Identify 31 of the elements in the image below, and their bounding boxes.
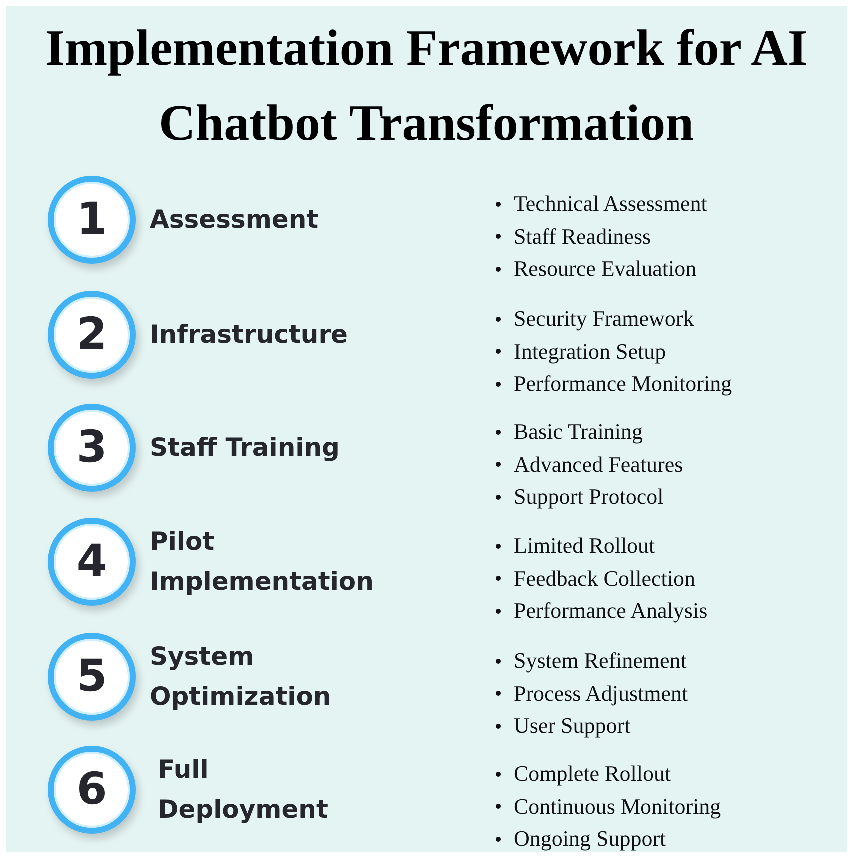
- title: Implementation Framework for AI Chatbot Transformation: [44, 20, 809, 154]
- bullet-item: Security Framework: [514, 306, 694, 332]
- bullet-item: Ongoing Support: [514, 826, 666, 852]
- bullet-item: Technical Assessment: [514, 191, 708, 218]
- step-number: 5: [76, 655, 108, 699]
- bullet-item: Performance Analysis: [514, 598, 708, 624]
- step-title: Full Deployment: [158, 754, 330, 826]
- bullet-item: Integration Setup: [514, 338, 666, 365]
- bullet-item: Staff Readiness: [514, 224, 652, 250]
- bullet-item: Feedback Collection: [514, 566, 696, 592]
- step-number: 1: [76, 198, 108, 242]
- bullet-item: Basic Training: [514, 419, 643, 446]
- bullet-item: Process Adjustment: [514, 680, 688, 707]
- bullet-item: User Support: [514, 713, 631, 740]
- step-title: System Optimization: [150, 641, 332, 713]
- step-number: 4: [76, 540, 108, 584]
- step-number: 6: [76, 768, 108, 812]
- step-number: 3: [76, 426, 108, 470]
- bullet-item: Continuous Monitoring: [514, 794, 722, 820]
- bullet-item: Support Protocol: [514, 484, 664, 510]
- bullet-item: Performance Monitoring: [514, 371, 732, 398]
- bullet-item: Resource Evaluation: [514, 256, 697, 282]
- step-title: Staff Training: [150, 432, 341, 464]
- step-title: Pilot Implementation: [150, 526, 375, 598]
- bullet-item: Advanced Features: [514, 452, 684, 478]
- bullet-item: Complete Rollout: [514, 761, 672, 788]
- bullet-item: System Refinement: [514, 648, 687, 674]
- bullet-item: Limited Rollout: [514, 533, 656, 560]
- step-title: Infrastructure: [150, 319, 349, 351]
- step-title: Assessment: [150, 204, 320, 236]
- step-number: 2: [76, 313, 108, 357]
